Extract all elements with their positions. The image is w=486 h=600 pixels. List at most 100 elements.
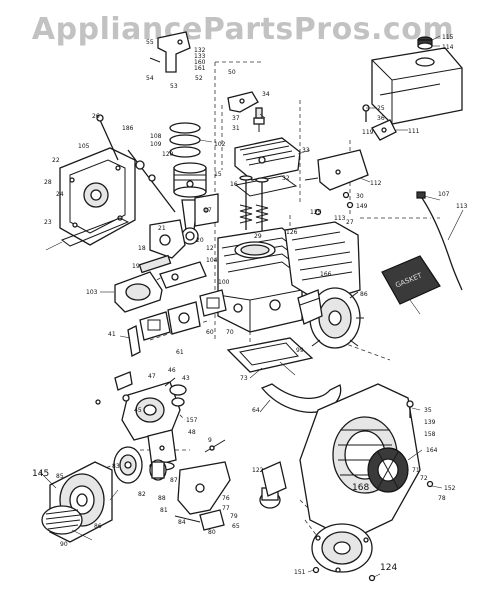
callout-77: 77 — [222, 505, 230, 512]
callout-105: 105 — [78, 143, 90, 150]
blower-housing — [299, 383, 421, 541]
cover-gasket — [60, 217, 130, 247]
callout-113-b: 113 — [334, 215, 346, 222]
callout-21: 21 — [158, 225, 166, 232]
callout-45: 45 — [134, 407, 142, 414]
breather — [194, 193, 219, 227]
intake-gasket — [199, 289, 227, 317]
callout-16: 16 — [230, 181, 238, 188]
callout-15: 15 — [214, 171, 222, 178]
fuel-tank — [371, 47, 463, 125]
callout-109: 109 — [150, 141, 162, 148]
choke-plate — [169, 384, 187, 407]
callout-28: 28 — [44, 179, 52, 186]
ignition-coil — [297, 289, 323, 325]
air-filter-body — [114, 271, 163, 313]
callout-78: 78 — [438, 495, 446, 502]
screws — [95, 104, 434, 582]
callout-81: 81 — [160, 507, 168, 514]
flywheel — [304, 287, 364, 349]
callout-31: 31 — [232, 125, 240, 132]
governor-linkage — [174, 439, 231, 531]
intake-pipe — [159, 261, 207, 289]
cylinder-block — [217, 227, 303, 333]
starter-cup — [149, 459, 167, 481]
fuel-line — [416, 191, 463, 291]
callout-34: 34 — [262, 91, 270, 98]
valve-springs — [239, 204, 269, 224]
dipstick — [96, 114, 119, 161]
callout-24: 24 — [56, 191, 64, 198]
carb-gasket — [139, 311, 171, 341]
callout-166: 166 — [320, 271, 332, 278]
callout-71: 71 — [412, 467, 420, 474]
callout-79: 79 — [230, 513, 238, 520]
shroud-bracket — [261, 461, 287, 497]
callout-12: 12 — [206, 245, 214, 252]
cylinder-shield — [284, 221, 361, 303]
callout-37: 37 — [232, 115, 240, 122]
callout-18: 18 — [138, 245, 146, 252]
base-gasket — [226, 337, 314, 373]
callout-100: 100 — [218, 279, 230, 286]
callout-87: 87 — [170, 477, 178, 484]
callout-73: 73 — [240, 375, 248, 382]
callout-120: 120 — [162, 151, 174, 158]
callout-111: 111 — [408, 128, 420, 135]
callout-132: 132 — [194, 47, 206, 54]
callout-152: 152 — [444, 485, 456, 492]
callout-83: 83 — [112, 463, 120, 470]
valves — [239, 175, 269, 232]
callout-158: 158 — [424, 431, 436, 438]
starter-pulley — [113, 446, 143, 484]
callout-20: 20 — [196, 237, 204, 244]
callout-164: 164 — [426, 447, 438, 454]
callout-119: 119 — [362, 129, 374, 136]
callout-52: 52 — [195, 75, 203, 82]
callout-99: 99 — [296, 347, 304, 354]
callout-33: 33 — [302, 147, 310, 154]
callout-27: 27 — [346, 219, 354, 226]
callout-88: 88 — [158, 495, 166, 502]
callout-157: 157 — [186, 417, 198, 424]
rewind-starter — [311, 523, 373, 573]
callout-186: 186 — [122, 125, 134, 132]
callout-139: 139 — [424, 419, 436, 426]
callout-35: 35 — [424, 407, 432, 414]
leader-lines — [39, 35, 464, 578]
fuel-cap — [417, 36, 433, 50]
cylinder-head — [234, 137, 301, 181]
callout-55: 55 — [146, 39, 154, 46]
callout-60: 60 — [206, 329, 214, 336]
callout-25: 25 — [377, 105, 385, 112]
callout-43: 43 — [182, 375, 190, 382]
callout-numbers: 115 114 55 132 133 160 161 54 53 52 50 3… — [32, 34, 468, 576]
callout-160: 160 — [194, 59, 206, 66]
callout-26: 26 — [92, 113, 100, 120]
spark-plug — [253, 107, 265, 132]
callout-54: 54 — [146, 75, 154, 82]
callout-53: 53 — [170, 83, 178, 90]
callout-47: 47 — [148, 373, 156, 380]
callout-161: 161 — [194, 65, 206, 72]
starter-screen — [41, 505, 83, 535]
callout-64: 64 — [252, 407, 260, 414]
control-bracket — [149, 31, 191, 73]
callout-50: 50 — [228, 69, 236, 76]
camshaft — [127, 149, 176, 213]
callout-82: 82 — [138, 491, 146, 498]
callout-113: 113 — [456, 203, 468, 210]
callout-115: 115 — [442, 34, 454, 41]
connecting-rod — [181, 199, 199, 245]
carb-fitting — [114, 371, 133, 391]
callout-76: 76 — [222, 495, 230, 502]
callout-122: 122 — [252, 467, 264, 474]
callout-107: 107 — [438, 191, 450, 198]
callout-112: 112 — [370, 180, 382, 187]
callout-125: 125 — [310, 209, 322, 216]
callout-149: 149 — [356, 203, 368, 210]
carburetor — [121, 377, 181, 441]
callout-36: 36 — [377, 115, 385, 122]
callout-80: 80 — [208, 529, 216, 536]
